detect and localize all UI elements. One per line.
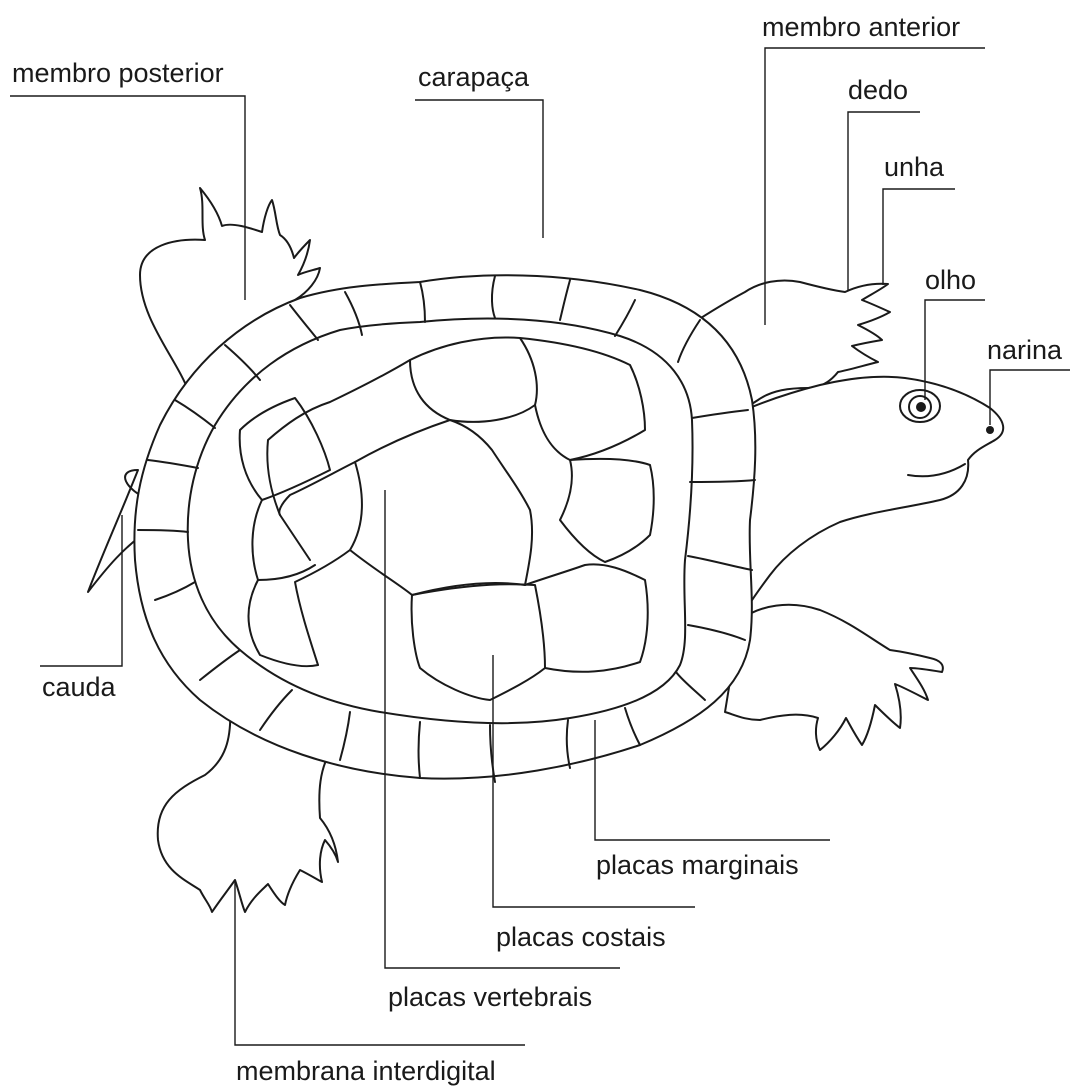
- label-membro-posterior: membro posterior: [12, 58, 224, 88]
- label-carapaca: carapaça: [418, 62, 530, 92]
- label-narina: narina: [987, 335, 1063, 365]
- nostril-dot: [986, 426, 994, 434]
- fore-limb-lower: [725, 605, 943, 750]
- label-membro-anterior: membro anterior: [762, 12, 960, 42]
- leader-carapaca: [415, 100, 543, 238]
- leader-membrana-interdigital: [235, 882, 525, 1045]
- turtle-illustration: [88, 188, 1003, 912]
- label-olho: olho: [925, 265, 976, 295]
- label-cauda: cauda: [42, 672, 117, 702]
- label-unha: unha: [884, 152, 945, 182]
- label-placas-costais: placas costais: [496, 922, 666, 952]
- label-placas-marginais: placas marginais: [596, 850, 799, 880]
- label-dedo: dedo: [848, 75, 908, 105]
- label-membrana-interdigital: membrana interdigital: [236, 1056, 496, 1086]
- leader-narina: [990, 370, 1070, 425]
- label-placas-vertebrais: placas vertebrais: [388, 982, 592, 1012]
- leader-dedo: [848, 112, 920, 290]
- carapace-outline: [134, 275, 755, 778]
